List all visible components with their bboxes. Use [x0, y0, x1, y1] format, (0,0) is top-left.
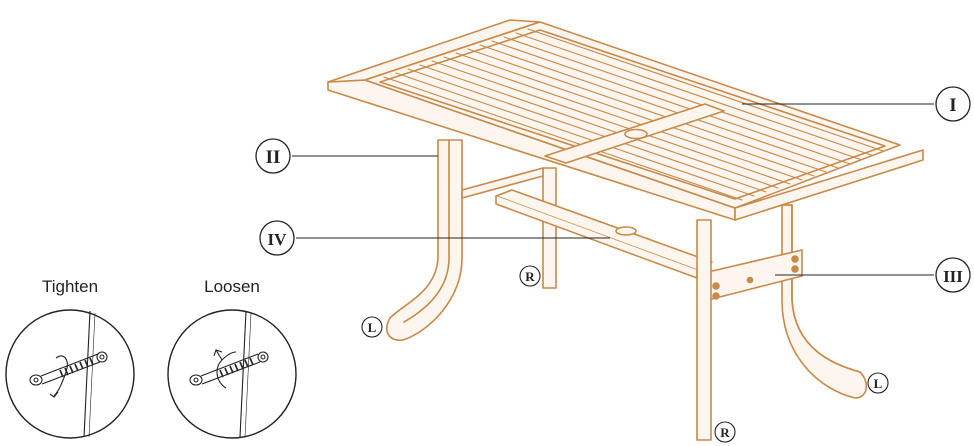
callout-iv: IV	[259, 220, 295, 256]
callout-iv-label: IV	[268, 230, 288, 249]
callout-i-label: I	[949, 95, 956, 116]
svg-text:R: R	[720, 425, 730, 440]
loosen-detail	[167, 309, 297, 439]
loosen-caption: Loosen	[204, 277, 260, 296]
callout-iii-label: III	[943, 267, 963, 286]
callout-ii-label: II	[266, 147, 281, 168]
tighten-caption: Tighten	[42, 277, 98, 296]
callout-ii: II	[255, 138, 291, 174]
marker-right-front: R	[714, 421, 736, 443]
tighten-detail	[5, 309, 135, 439]
marker-right-back: R	[519, 265, 541, 287]
umbrella-hole-top	[624, 128, 648, 140]
umbrella-hole-brace	[615, 226, 637, 236]
marker-left-front: L	[361, 316, 383, 338]
callout-i: I	[935, 86, 971, 122]
left-leg-frame	[386, 139, 544, 342]
leader-lines	[292, 103, 934, 276]
back-left-leg	[542, 167, 557, 289]
callout-iii: III	[935, 257, 971, 293]
tabletop	[364, 21, 901, 209]
marker-left-back: L	[867, 372, 889, 394]
front-right-leg	[696, 219, 712, 441]
table-drawing	[327, 19, 924, 441]
svg-text:L: L	[368, 320, 377, 335]
tabletop-edge	[327, 19, 924, 221]
back-right-leg	[781, 204, 868, 399]
svg-text:R: R	[525, 269, 535, 284]
svg-text:L: L	[874, 376, 883, 391]
center-brace	[495, 189, 713, 279]
side-rail	[701, 249, 803, 301]
